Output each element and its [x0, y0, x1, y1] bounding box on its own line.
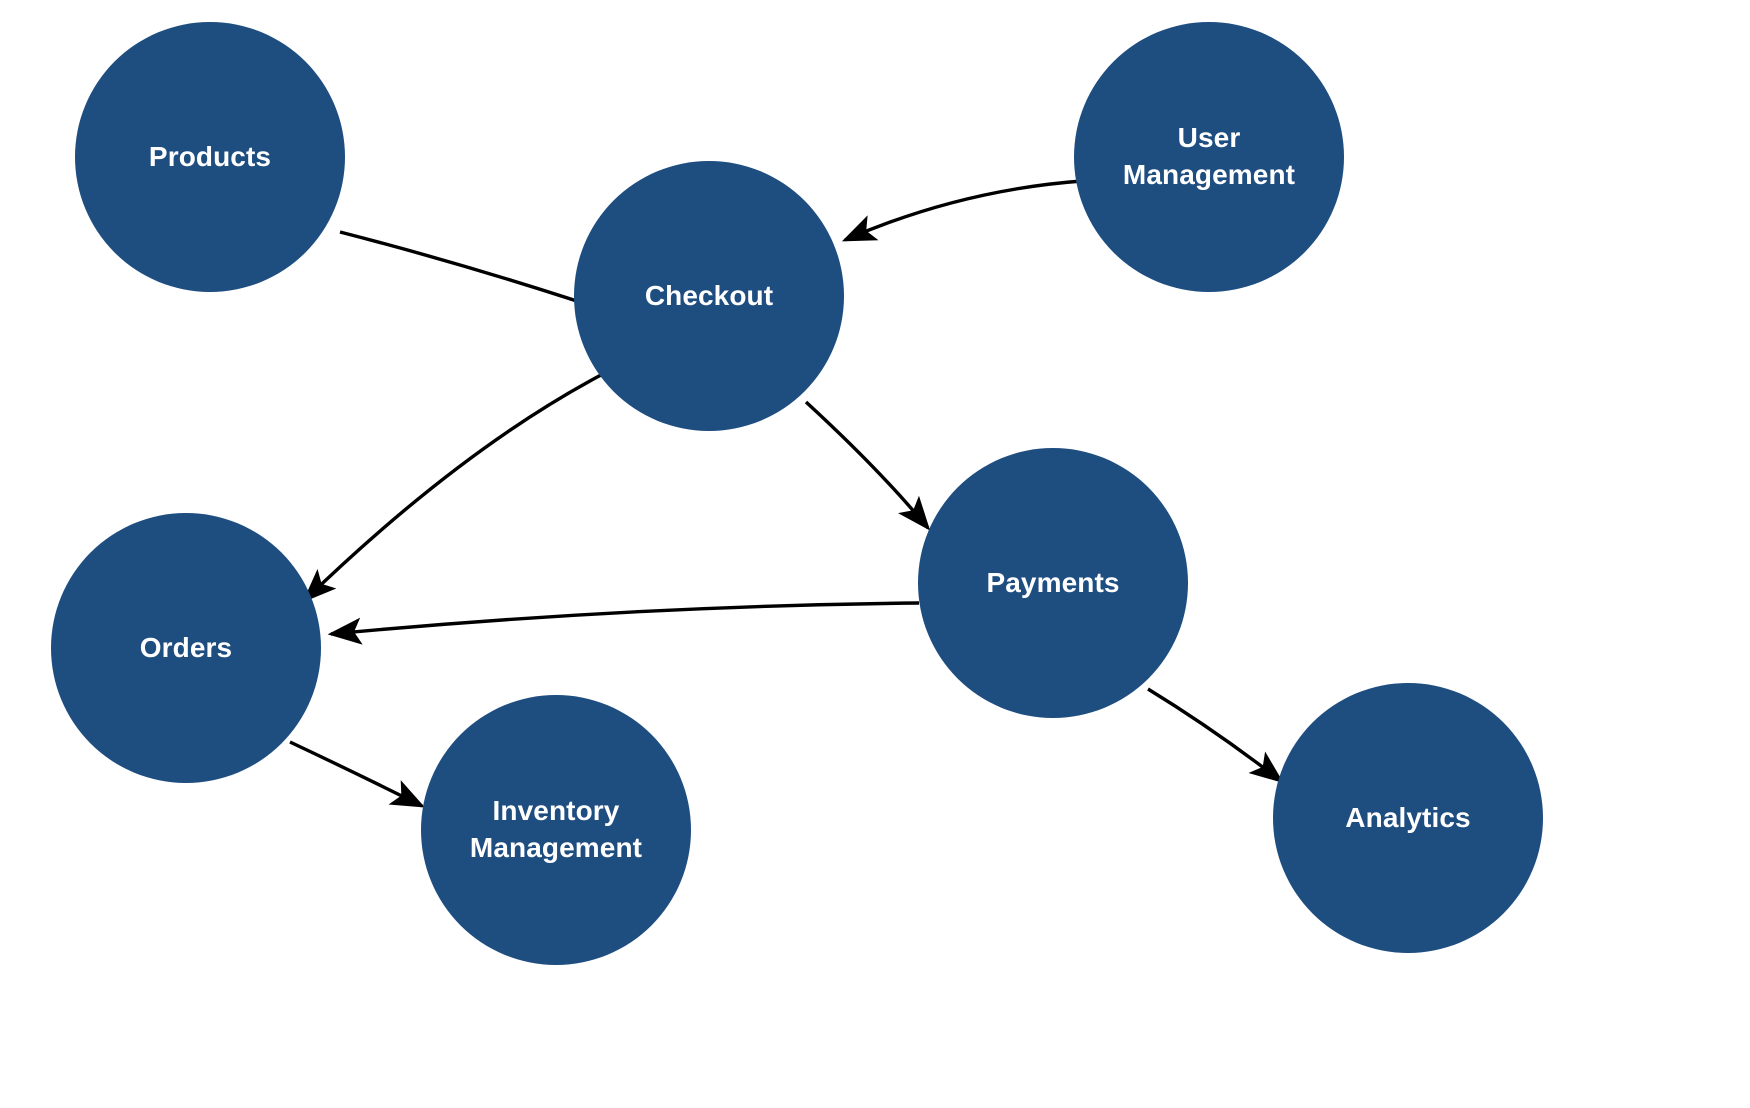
- node-inventory-management-label: Inventory Management: [469, 795, 643, 863]
- edge-checkout-to-orders: [302, 373, 602, 603]
- edge-usermgmt-to-checkout: [841, 179, 1083, 242]
- node-products[interactable]: Products: [75, 22, 345, 292]
- edge-checkout-to-payments: [804, 400, 931, 531]
- node-payments[interactable]: Payments: [918, 448, 1188, 718]
- edge-payments-to-orders: [327, 601, 920, 645]
- node-analytics-label: Analytics: [1345, 801, 1471, 833]
- node-payments-label: Payments: [986, 566, 1120, 598]
- node-checkout-label: Checkout: [644, 279, 774, 311]
- node-user-management-label: User Management: [1122, 122, 1296, 190]
- edge-payments-to-analytics: [1147, 687, 1284, 784]
- node-inventory-management[interactable]: Inventory Management: [421, 695, 691, 965]
- node-products-label: Products: [148, 140, 272, 172]
- node-checkout[interactable]: Checkout: [574, 161, 844, 431]
- node-user-management[interactable]: User Management: [1074, 22, 1344, 292]
- node-analytics[interactable]: Analytics: [1273, 683, 1543, 953]
- edge-orders-to-inventory: [289, 740, 426, 808]
- node-orders[interactable]: Orders: [51, 513, 321, 783]
- node-orders-label: Orders: [139, 631, 233, 663]
